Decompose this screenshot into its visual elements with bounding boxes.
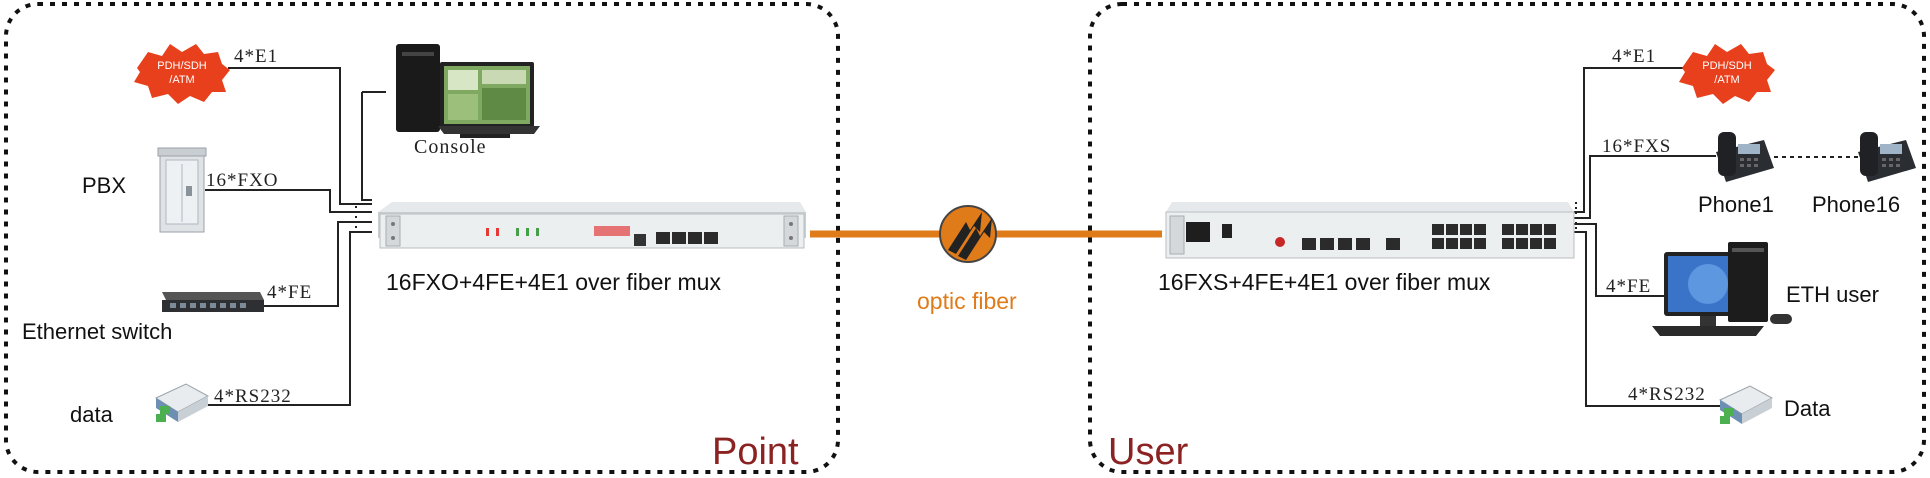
ethernet-switch-icon [162, 292, 264, 312]
pdh-badge-line1: PDH/SDH [157, 60, 207, 72]
pdh-badge-right-line1: PDH/SDH [1702, 60, 1752, 72]
left-device-caption: 16FXO+4FE+4E1 over fiber mux [386, 269, 721, 295]
pbx-label: PBX [82, 173, 126, 198]
fxs-fiber-mux-device [1165, 202, 1575, 259]
pdh-badge-line2: /ATM [169, 74, 194, 86]
phone16-icon [1858, 132, 1916, 182]
rs232-converter-icon-left [154, 383, 210, 422]
link-label-4fe-right: 4*FE [1606, 276, 1651, 297]
region-label-user: User [1108, 431, 1189, 473]
right-panel-border [1088, 2, 1926, 474]
ethernet-switch-label: Ethernet switch [22, 319, 172, 344]
console-label: Console [414, 136, 487, 158]
left-panel-border [4, 2, 840, 474]
pbx-cabinet-icon [157, 147, 207, 233]
eth-user-label: ETH user [1786, 282, 1879, 307]
region-label-point: Point [712, 431, 799, 473]
fiber-connector-icon [939, 205, 997, 263]
link-label-16fxo: 16*FXO [206, 170, 279, 191]
left-wires [190, 67, 386, 406]
phone1-icon [1716, 132, 1774, 182]
pdh-sdh-atm-badge-right: PDH/SDH /ATM [1679, 44, 1775, 104]
link-label-4e1-left: 4*E1 [234, 46, 278, 67]
data-label-right: Data [1784, 396, 1831, 421]
right-device-caption: 16FXS+4FE+4E1 over fiber mux [1158, 269, 1491, 295]
pdh-badge-right-line2: /ATM [1714, 74, 1739, 86]
console-computer-icon [396, 44, 540, 138]
fxo-fiber-mux-device [378, 202, 806, 249]
eth-user-computer-icon [1652, 242, 1792, 336]
phone16-label: Phone16 [1812, 192, 1900, 217]
link-label-4fe-left: 4*FE [267, 282, 312, 303]
right-wires [1574, 67, 1866, 407]
pdh-sdh-atm-badge-left: PDH/SDH /ATM [134, 44, 230, 104]
link-label-16fxs: 16*FXS [1602, 136, 1671, 157]
link-label-4rs232-right: 4*RS232 [1628, 384, 1706, 405]
rs232-converter-icon-right [1718, 385, 1774, 424]
data-label-left: data [70, 402, 114, 427]
link-label-4rs232-left: 4*RS232 [214, 386, 292, 407]
link-label-4e1-right: 4*E1 [1612, 46, 1656, 67]
optic-fiber-label: optic fiber [917, 288, 1017, 314]
phone1-label: Phone1 [1698, 192, 1774, 217]
